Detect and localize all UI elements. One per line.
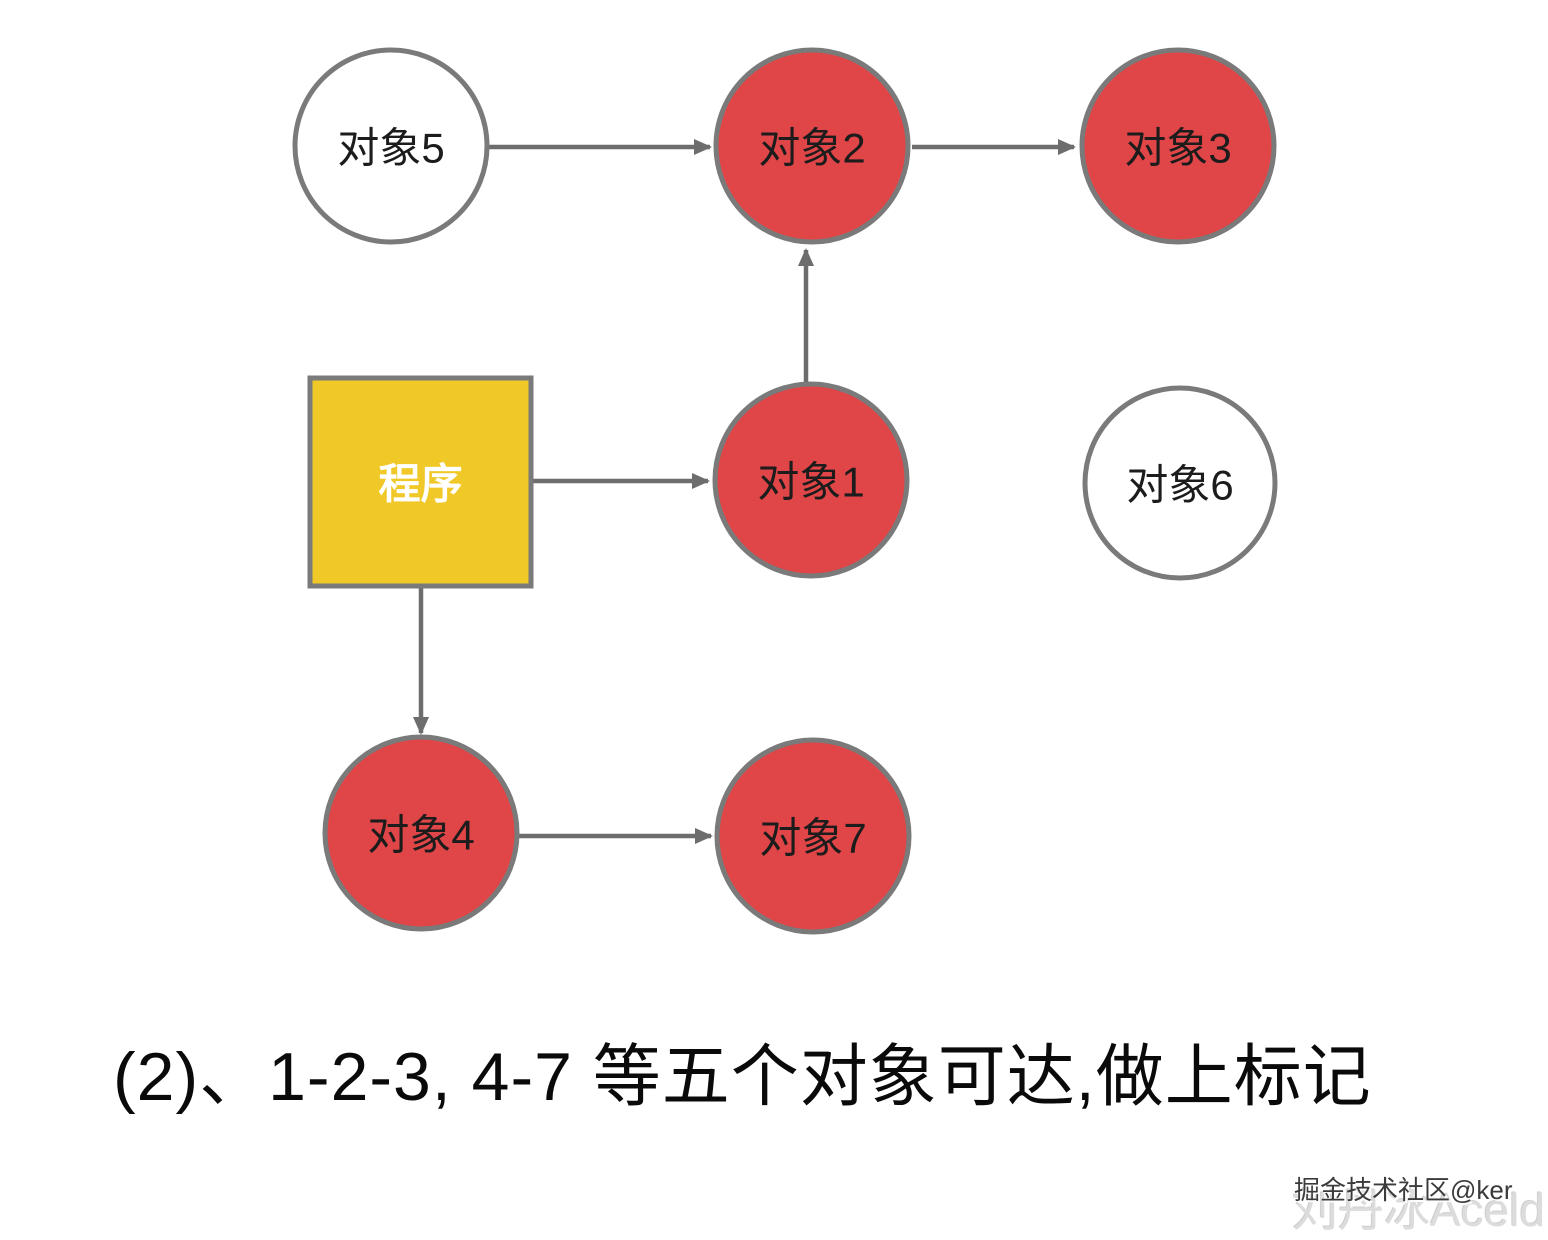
program-label: 程序: [378, 461, 462, 508]
object-3-shape: [1079, 47, 1277, 245]
node-object-1: 对象1: [712, 381, 910, 579]
object-3-label: 对象3: [1124, 125, 1231, 172]
node-object-6: 对象6: [1082, 385, 1278, 581]
node-object-4: 对象4: [322, 734, 520, 932]
object-4-shape: [322, 734, 520, 932]
program-shape: [307, 375, 534, 589]
node-object-5: 对象5: [292, 47, 490, 245]
object-7-label: 对象7: [759, 815, 866, 862]
object-6-shape: [1082, 385, 1278, 581]
object-5-shape: [292, 47, 490, 245]
object-5-label: 对象5: [337, 125, 444, 172]
gc-reachability-diagram: 对象5 对象2 对象3 程序 对象1 对象6 对象4 对象7: [292, 47, 1278, 935]
watermark-author: 刘丹冰Aceld: [1292, 1184, 1546, 1236]
object-1-label: 对象1: [757, 459, 864, 506]
object-2-label: 对象2: [758, 125, 865, 172]
node-object-7: 对象7: [714, 737, 912, 935]
caption-text: (2)、1-2-3, 4-7 等五个对象可达,做上标记: [113, 1039, 1372, 1115]
node-object-3: 对象3: [1079, 47, 1277, 245]
object-4-label: 对象4: [367, 812, 474, 859]
watermark-community: 掘金技术社区@ker: [1294, 1175, 1513, 1205]
node-object-2: 对象2: [713, 47, 911, 245]
object-1-shape: [712, 381, 910, 579]
node-program: 程序: [307, 375, 534, 589]
object-2-shape: [713, 47, 911, 245]
object-7-shape: [714, 737, 912, 935]
object-6-label: 对象6: [1126, 462, 1233, 509]
